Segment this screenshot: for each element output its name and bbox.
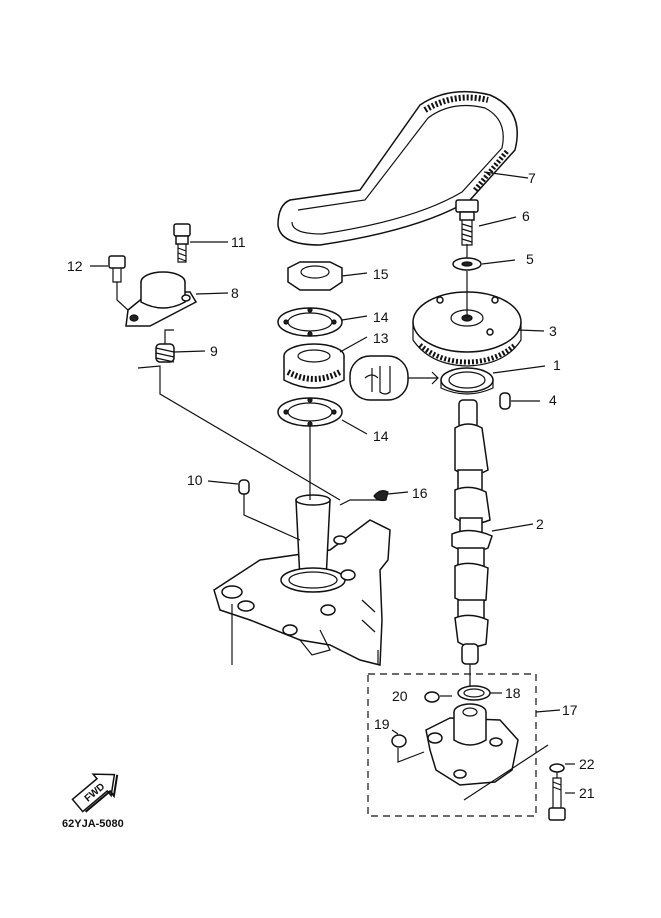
washer <box>452 257 482 271</box>
label-part-16: 16 <box>412 485 428 501</box>
label-part-18: 18 <box>505 685 521 701</box>
label-part-10: 10 <box>187 472 203 488</box>
seal-19 <box>391 734 407 748</box>
oil-seal <box>440 367 494 395</box>
label-part-5: 5 <box>526 251 534 267</box>
label-part-4: 4 <box>549 392 557 408</box>
label-part-6: 6 <box>522 208 530 224</box>
tensioner-bracket <box>125 271 198 327</box>
plate-lower <box>277 397 343 427</box>
label-part-17: 17 <box>562 702 578 718</box>
nut <box>287 261 343 291</box>
part-labels: 1 2 3 4 5 6 7 8 9 10 11 12 13 14 14 15 1… <box>67 170 595 801</box>
label-part-8: 8 <box>231 285 239 301</box>
label-part-12: 12 <box>67 258 83 274</box>
drawing-code: 62YJA-5080 <box>62 818 124 830</box>
label-part-11: 11 <box>231 234 246 250</box>
woodruff-key <box>373 490 389 502</box>
pin-10 <box>238 479 250 495</box>
camshaft <box>451 399 493 665</box>
seal-20 <box>424 691 440 703</box>
label-part-22: 22 <box>579 756 595 772</box>
label-part-14-lower: 14 <box>373 428 389 444</box>
label-part-20: 20 <box>392 688 408 704</box>
oil-pump-group <box>367 673 537 817</box>
engine-block <box>213 494 391 666</box>
bolt-21 <box>548 777 566 821</box>
label-part-3: 3 <box>549 323 557 339</box>
label-part-14-upper: 14 <box>373 309 389 325</box>
timing-belt <box>277 90 518 246</box>
dowel-pin <box>499 392 511 410</box>
label-part-13: 13 <box>373 330 389 346</box>
crank-pulley <box>283 343 345 389</box>
label-part-1: 1 <box>553 357 561 373</box>
leader-lines <box>90 171 575 801</box>
label-part-19: 19 <box>374 716 390 732</box>
bolt-12 <box>108 255 126 283</box>
bolt-11 <box>173 223 191 263</box>
spring <box>155 343 175 363</box>
o-ring-18 <box>457 685 491 701</box>
label-part-9: 9 <box>210 343 218 359</box>
label-part-15: 15 <box>373 266 389 282</box>
washer-22 <box>549 763 565 773</box>
label-part-21: 21 <box>579 785 595 801</box>
plate-upper <box>277 307 343 337</box>
fwd-arrow-icon: FWD <box>71 773 119 813</box>
label-part-2: 2 <box>536 516 544 532</box>
seal-direction-inset <box>349 355 439 401</box>
label-part-7: 7 <box>528 170 536 186</box>
cam-pulley-bolt <box>455 199 479 246</box>
